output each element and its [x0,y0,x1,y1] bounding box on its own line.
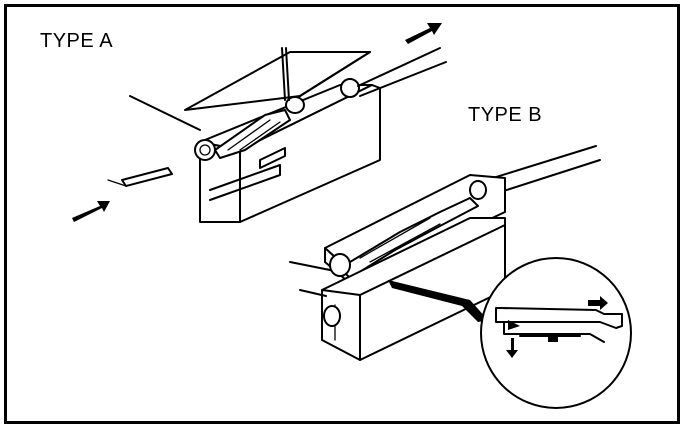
type-a-connector [107,47,447,223]
detail-magnifier [480,257,632,409]
type-a-arrows [72,23,442,222]
type-b-label: TYPE B [468,104,543,126]
callout-arrow [388,280,488,322]
type-a-label: TYPE A [40,30,114,52]
diagram-border [4,4,680,424]
